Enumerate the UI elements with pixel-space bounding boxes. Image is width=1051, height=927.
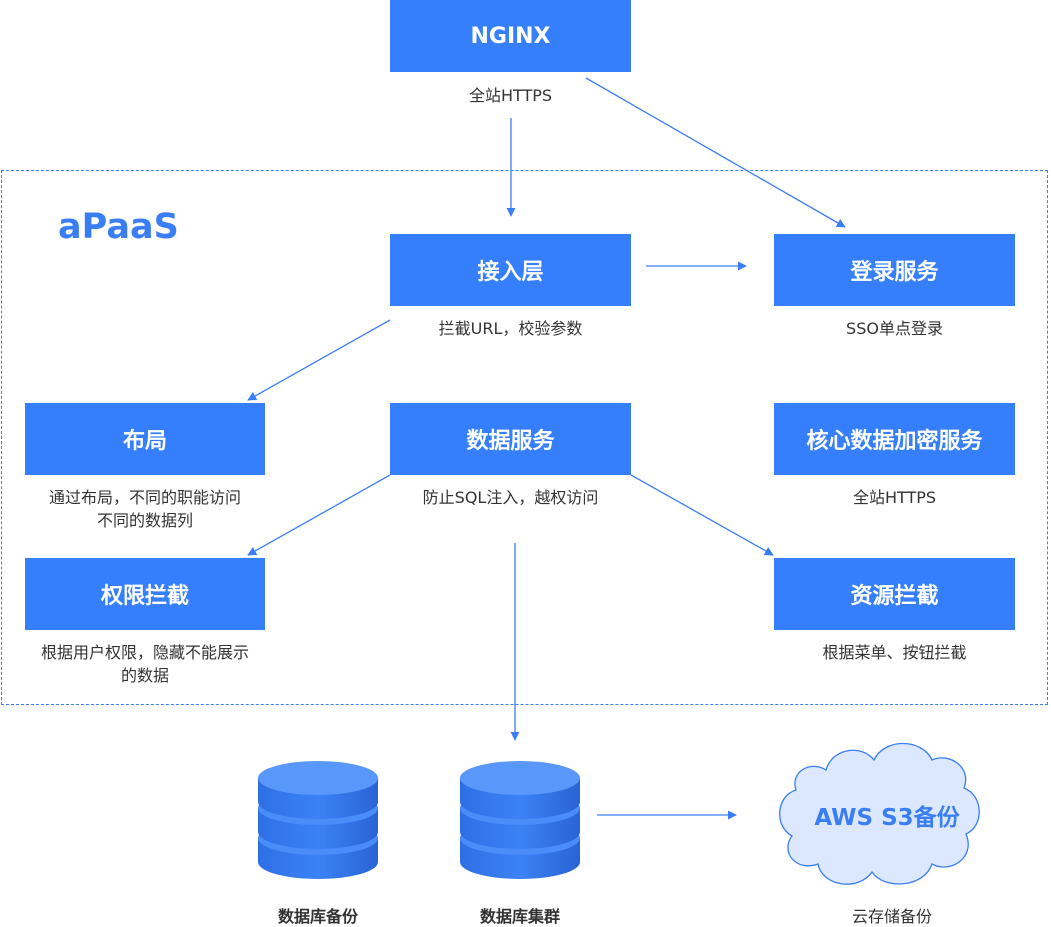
cloud-icon xyxy=(779,742,980,885)
access-layer-desc: 拦截URL，校验参数 xyxy=(438,319,583,338)
resource-intercept-node: 资源拦截 xyxy=(774,558,1015,630)
login-service-desc: SSO单点登录 xyxy=(846,319,943,338)
access-layer-node: 接入层 xyxy=(390,234,631,306)
cloud-label: AWS S3备份 xyxy=(814,805,960,831)
layout-desc-line2: 不同的数据列 xyxy=(96,511,193,530)
permission-intercept-node: 权限拦截 xyxy=(25,558,265,630)
database-backup-label: 数据库备份 xyxy=(277,907,358,926)
cloud-storage-caption: 云存储备份 xyxy=(851,907,932,926)
nginx-node: NGINX xyxy=(390,0,631,72)
permission-desc-line2: 的数据 xyxy=(120,666,169,685)
database-backup-icon xyxy=(258,761,378,879)
arrow-access-to-layout xyxy=(247,319,391,401)
layout-desc-line1: 通过布局，不同的职能访问 xyxy=(48,488,241,507)
encryption-service-node: 核心数据加密服务 xyxy=(774,403,1015,475)
layout-node: 布局 xyxy=(25,403,265,475)
encryption-service-desc: 全站HTTPS xyxy=(852,488,937,507)
layout-desc: 通过布局，不同的职能访问 不同的数据列 xyxy=(20,486,270,532)
permission-desc-line1: 根据用户权限，隐藏不能展示 xyxy=(40,643,249,662)
data-service-desc: 防止SQL注入，越权访问 xyxy=(422,488,599,507)
nginx-desc: 全站HTTPS xyxy=(468,86,553,105)
arrow-nginx-to-login xyxy=(585,77,846,228)
apaas-title: aPaaS xyxy=(58,207,179,247)
permission-intercept-desc: 根据用户权限，隐藏不能展示 的数据 xyxy=(20,641,270,687)
database-cluster-label: 数据库集群 xyxy=(479,907,560,926)
login-service-node: 登录服务 xyxy=(774,234,1015,306)
resource-intercept-desc: 根据菜单、按钮拦截 xyxy=(822,643,967,662)
apaas-boundary xyxy=(1,170,1048,705)
data-service-node: 数据服务 xyxy=(390,403,631,475)
arrow-data-to-permission xyxy=(247,474,391,556)
arrow-data-to-resource xyxy=(630,474,774,556)
database-cluster-icon xyxy=(460,761,580,879)
